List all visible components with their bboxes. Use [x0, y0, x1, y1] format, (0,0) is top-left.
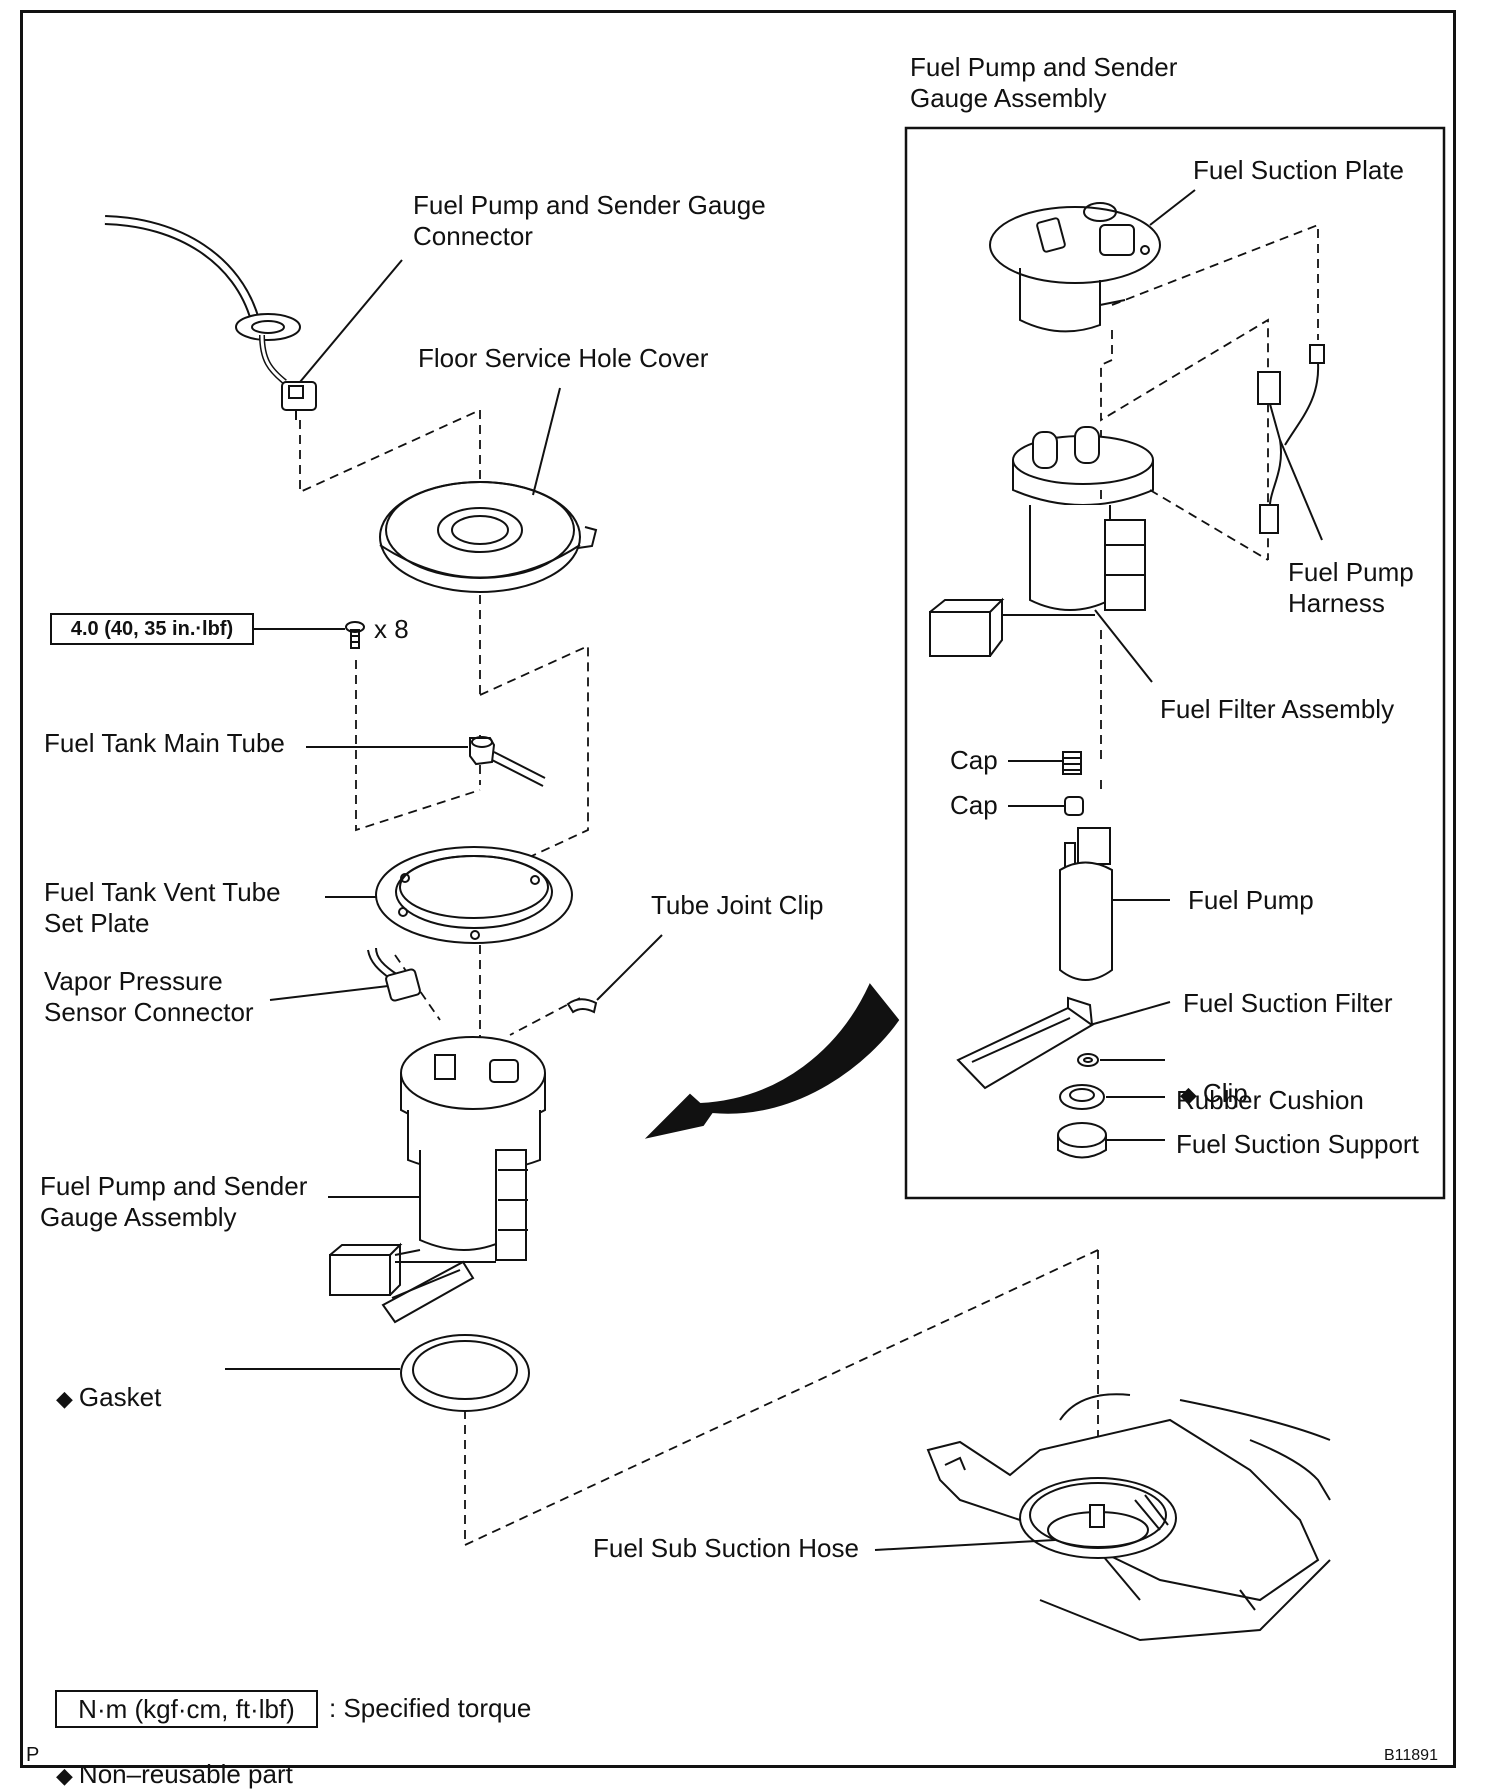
- legend-specified-torque: : Specified torque: [329, 1693, 532, 1723]
- arrow-inset-to-main: [644, 983, 900, 1139]
- leader-floor-cover: [532, 387, 561, 496]
- gauge-connector-cable: [104, 215, 317, 420]
- inset-fuel-pump-harness: [1257, 344, 1325, 541]
- label-floor-service-hole-cover: Floor Service Hole Cover: [418, 343, 709, 373]
- label-tube-joint-clip: Tube Joint Clip: [651, 890, 824, 920]
- inset-fuel-suction-filter: [956, 996, 1171, 1090]
- label-cap-2: Cap: [950, 790, 998, 820]
- label-vent-tube-set-plate: Fuel Tank Vent Tube Set Plate: [44, 877, 281, 938]
- fuel-tank: [874, 1393, 1331, 1642]
- label-gasket: ◆Gasket: [56, 1351, 161, 1414]
- legend-non-reusable: ◆Non–reusable part: [56, 1728, 293, 1791]
- label-clip-text: Clip: [1202, 1078, 1248, 1108]
- label-clip: ◆Clip: [1180, 1047, 1248, 1110]
- label-gauge-connector: Fuel Pump and Sender Gauge Connector: [413, 190, 766, 251]
- label-gasket-text: Gasket: [78, 1382, 162, 1412]
- label-fuel-suction-filter: Fuel Suction Filter: [1183, 988, 1393, 1018]
- diagram-frame: [20, 10, 1456, 1768]
- non-reusable-diamond: ◆: [1180, 1082, 1197, 1107]
- leader-gauge-connector: [299, 259, 403, 383]
- label-cap-1: Cap: [950, 745, 998, 775]
- inset-pump-body: [929, 426, 1154, 683]
- bolt: [254, 621, 365, 649]
- torque-spec-box: 4.0 (40, 35 in.·lbf): [50, 613, 254, 645]
- tube-joint-clip: [566, 934, 663, 1014]
- legend-non-reusable-text: Non–reusable part: [78, 1759, 293, 1789]
- label-fuel-filter-assembly: Fuel Filter Assembly: [1160, 694, 1395, 724]
- inset-caps: [1008, 751, 1084, 816]
- fuel-tank-main-tube: [306, 736, 546, 787]
- label-fuel-pump-harness: Fuel Pump Harness: [1288, 557, 1414, 618]
- label-vapor-pressure-connector: Vapor Pressure Sensor Connector: [44, 966, 254, 1027]
- inset-clip-cushion-support: [1057, 1053, 1165, 1159]
- label-main-assembly: Fuel Pump and Sender Gauge Assembly: [40, 1171, 308, 1232]
- label-rubber-cushion: Rubber Cushion: [1176, 1085, 1364, 1115]
- label-bolt-count: x 8: [374, 614, 409, 644]
- inset-box: [904, 126, 1446, 1200]
- label-inset-assembly: Fuel Pump and Sender Gauge Assembly: [910, 52, 1178, 113]
- label-fuel-tank-main-tube: Fuel Tank Main Tube: [44, 728, 285, 758]
- inset-fuel-suction-plate: [989, 189, 1196, 333]
- non-reusable-diamond: ◆: [56, 1763, 73, 1788]
- label-fuel-suction-plate: Fuel Suction Plate: [1193, 155, 1405, 185]
- label-fuel-suction-support: Fuel Suction Support: [1176, 1129, 1419, 1159]
- non-reusable-diamond: ◆: [56, 1386, 73, 1411]
- floor-service-hole-cover: [379, 481, 598, 593]
- main-pump-assembly: [328, 1036, 546, 1324]
- legend-unit-box: N·m (kgf·cm, ft·lbf): [55, 1690, 318, 1728]
- figure-code: B11891: [1384, 1747, 1438, 1764]
- label-fuel-sub-suction-hose: Fuel Sub Suction Hose: [593, 1533, 859, 1563]
- inset-fuel-pump: [1059, 827, 1170, 981]
- label-fuel-pump: Fuel Pump: [1188, 885, 1314, 915]
- gasket: [225, 1334, 530, 1412]
- vapor-pressure-connector: [269, 947, 421, 1002]
- corner-letter: P: [26, 1744, 40, 1766]
- vent-tube-set-plate: [325, 846, 573, 944]
